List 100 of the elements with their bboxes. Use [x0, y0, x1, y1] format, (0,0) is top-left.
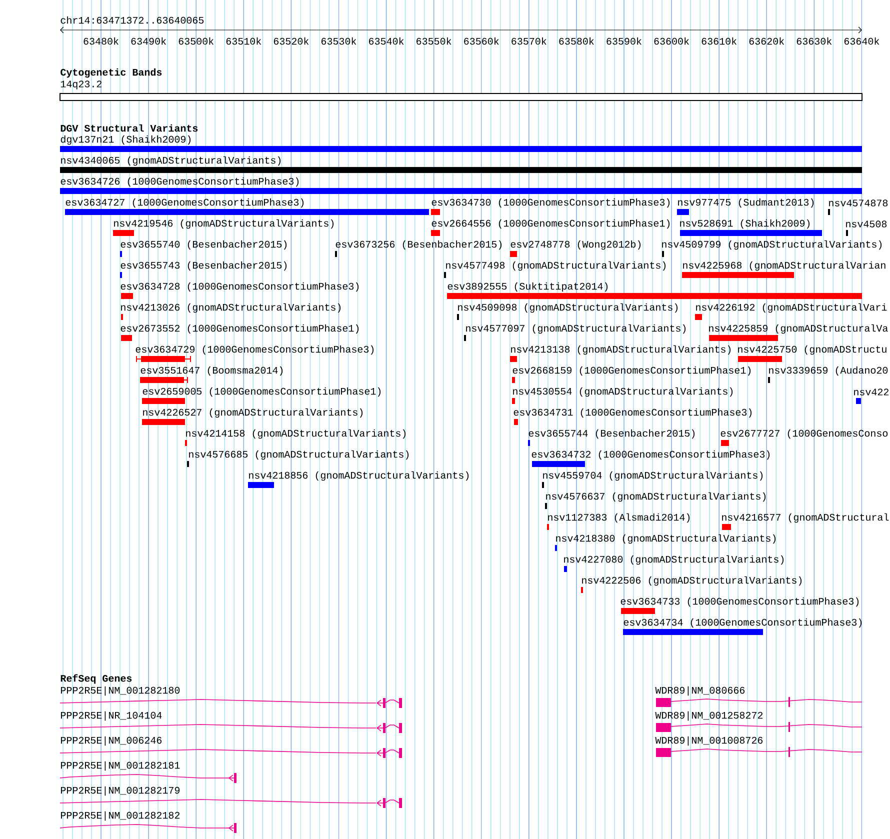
variant-feature: esv3634727 (1000GenomesConsortiumPhase3)	[65, 198, 429, 215]
variant-feature: nsv4509799 (gnomADStructuralVariants)	[662, 240, 882, 257]
variant-feature: esv3655744 (Besenbacher2015)	[528, 429, 695, 446]
variant-feature: nsv4218380 (gnomADStructuralVariants)	[555, 534, 776, 551]
node-label: PPP2R5E|NM_001282180	[60, 686, 180, 696]
gene-model: PPP2R5E|NM_001282180	[60, 686, 402, 708]
tick-label: 63490k	[131, 37, 166, 45]
node-label: esv3634731 (1000GenomesConsortiumPhase3)	[514, 408, 752, 418]
variant-feature: nsv4508	[846, 220, 887, 236]
node-label: nsv4225750 (gnomADStructu	[738, 345, 886, 355]
variant-feature: nsv4340065 (gnomADStructuralVariants)	[60, 156, 862, 173]
tick-label: 63620k	[749, 37, 784, 45]
variant-feature: esv3634728 (1000GenomesConsortiumPhase3)	[120, 282, 359, 299]
variant-feature: esv3634734 (1000GenomesConsortiumPhase3)	[623, 618, 862, 635]
node-label: nsv4574878	[829, 200, 888, 206]
variant-feature: esv2677727 (1000GenomesConso	[720, 429, 888, 446]
tick-label: 63480k	[84, 37, 118, 45]
gene-model: PPP2R5E|NR_104104	[60, 711, 402, 733]
variant-feature: nsv4226192 (gnomADStructuralVari	[695, 303, 887, 320]
node-label: esv3634727 (1000GenomesConsortiumPhase3)	[66, 198, 304, 208]
node-label: nsv4227080 (gnomADStructuralVariants)	[564, 555, 784, 565]
variant-feature: esv2668159 (1000GenomesConsortiumPhase1)	[512, 366, 751, 383]
gene-model: PPP2R5E|NM_006246	[60, 736, 402, 758]
variant-feature: nsv4226527 (gnomADStructuralVariants)	[142, 408, 363, 425]
node-label: esv2664556 (1000GenomesConsortiumPhase1)	[432, 219, 670, 229]
variant-feature: nsv1127383 (Alsmadi2014)	[547, 513, 690, 530]
variant-feature: nsv4574878	[828, 200, 888, 215]
node-label: nsv4577498 (gnomADStructuralVariants)	[446, 261, 666, 271]
tick-label: 63540k	[369, 37, 404, 45]
node-label: esv3634726 (1000GenomesConsortiumPhase3)	[60, 177, 299, 187]
variant-feature: nsv4559704 (gnomADStructuralVariants)	[542, 471, 763, 488]
node-label: esv3634733 (1000GenomesConsortiumPhase3)	[620, 597, 859, 607]
gene-model: WDR89|NM_001258272	[655, 711, 862, 732]
variant-feature: nsv4222506 (gnomADStructuralVariants)	[581, 576, 802, 593]
node-label: nsv4530554 (gnomADStructuralVariants)	[513, 387, 733, 397]
node-label: nsv422	[854, 388, 889, 396]
variant-feature: esv3634730 (1000GenomesConsortiumPhase3)	[431, 198, 670, 215]
node-label: esv3634728 (1000GenomesConsortiumPhase3)	[120, 282, 359, 292]
node-label: nsv4213026 (gnomADStructuralVariants)	[121, 303, 341, 313]
variant-feature: nsv4576685 (gnomADStructuralVariants)	[187, 450, 409, 467]
variant-feature: esv3634731 (1000GenomesConsortiumPhase3)	[514, 408, 752, 425]
tick-label: 63500k	[178, 37, 214, 45]
node-label: PPP2R5E|NM_001282181	[60, 761, 180, 771]
variant-feature: nsv4577097 (gnomADStructuralVariants)	[464, 324, 686, 341]
node-label: WDR89|NM_001008726	[655, 736, 763, 746]
node-label: nsv4213138 (gnomADStructuralVariants)	[511, 345, 731, 355]
track-title: DGV Structural Variants	[60, 124, 198, 132]
node-label: WDR89|NM_001258272	[655, 711, 763, 721]
gene-model: WDR89|NM_080666	[655, 686, 862, 707]
node-label: esv3655740 (Besenbacher2015)	[120, 240, 287, 250]
node-label: PPP2R5E|NR_104104	[60, 711, 162, 721]
gene-model: WDR89|NM_001008726	[655, 736, 862, 757]
node-label: nsv4216577 (gnomADStructural	[722, 513, 889, 523]
node-label: nsv4577097 (gnomADStructuralVariants)	[466, 324, 686, 334]
node-label: esv2677727 (1000GenomesConso	[720, 429, 888, 439]
node-label: esv3634730 (1000GenomesConsortiumPhase3)	[432, 198, 670, 208]
variant-feature: nsv977475 (Sudmant2013)	[677, 198, 814, 215]
node-label: nsv4222506 (gnomADStructuralVariants)	[582, 576, 802, 586]
node-label: esv2673552 (1000GenomesConsortiumPhase1)	[120, 324, 359, 334]
tick-label: 63590k	[606, 37, 642, 45]
variant-feature: esv3634733 (1000GenomesConsortiumPhase3)	[620, 597, 859, 614]
variant-feature: nsv4214158 (gnomADStructuralVariants)	[185, 429, 406, 446]
variant-feature: nsv4225750 (gnomADStructu	[738, 345, 886, 362]
node-label: nsv4509799 (gnomADStructuralVariants)	[662, 240, 882, 250]
variant-feature: esv3634729 (1000GenomesConsortiumPhase3)	[136, 345, 374, 362]
node-label: nsv977475 (Sudmant2013)	[678, 198, 814, 208]
variant-feature: nsv4219546 (gnomADStructuralVariants)	[113, 219, 334, 236]
variant-feature: nsv4225968 (gnomADStructuralVarian	[682, 261, 886, 278]
node-label: esv2748778 (Wong2012b)	[510, 240, 641, 250]
variant-feature: esv3551647 (Boomsma2014)	[140, 366, 283, 384]
variant-feature: nsv4218856 (gnomADStructuralVariants)	[248, 471, 469, 488]
node-label: nsv4225968 (gnomADStructuralVarian	[683, 261, 886, 271]
node-label: nsv4576637 (gnomADStructuralVariants)	[546, 492, 766, 502]
node-label: nsv4214158 (gnomADStructuralVariants)	[186, 429, 406, 439]
node-label: nsv4576685 (gnomADStructuralVariants)	[189, 450, 409, 460]
variant-feature: nsv4213026 (gnomADStructuralVariants)	[121, 303, 341, 320]
variant-feature: nsv4213138 (gnomADStructuralVariants)	[510, 345, 731, 362]
variant-feature: nsv4509098 (gnomADStructuralVariants)	[457, 303, 678, 320]
node-label: nsv4226192 (gnomADStructuralVari	[696, 303, 887, 313]
node-label: nsv1127383 (Alsmadi2014)	[548, 513, 690, 523]
tick-label: 63640k	[844, 37, 880, 45]
node-label: esv3655743 (Besenbacher2015)	[120, 261, 287, 271]
node-label: nsv4509098 (gnomADStructuralVariants)	[458, 303, 678, 313]
node-label: nsv4219546 (gnomADStructuralVariants)	[114, 219, 334, 229]
node-label: WDR89|NM_080666	[655, 686, 745, 696]
gene-model: PPP2R5E|NM_001282179	[60, 786, 402, 808]
tick-label: 63580k	[559, 37, 594, 45]
node-label: nsv4559704 (gnomADStructuralVariants)	[543, 471, 763, 481]
node-label: nsv3339659 (Audano20	[769, 366, 888, 376]
variant-feature: dgv137n21 (Shaikh2009)	[60, 135, 862, 152]
node-label: esv2668159 (1000GenomesConsortiumPhase1)	[512, 366, 751, 376]
variant-feature: esv3892555 (Suktitipat2014)	[447, 282, 862, 299]
node-label: dgv137n21 (Shaikh2009)	[60, 135, 191, 145]
node-label: esv3551647 (Boomsma2014)	[140, 366, 283, 376]
node-label: nsv4508	[846, 220, 887, 228]
node-label: esv3634732 (1000GenomesConsortiumPhase3)	[532, 450, 770, 460]
tick-label: 63510k	[226, 37, 262, 45]
node-label: esv3673256 (Besenbacher2015)	[336, 240, 502, 250]
tick-label: 63530k	[321, 37, 356, 45]
gene-model: PPP2R5E|NM_001282181	[60, 761, 236, 783]
